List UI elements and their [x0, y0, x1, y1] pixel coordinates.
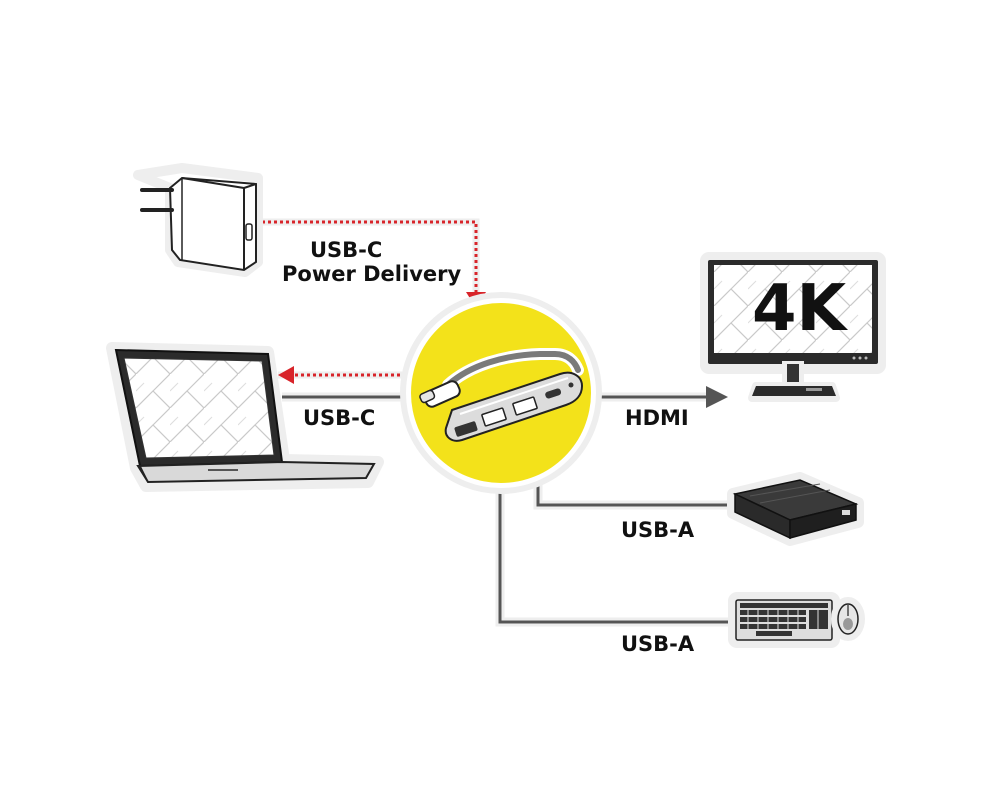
- power-adapter: [133, 163, 263, 277]
- usb-c-hub: [400, 292, 602, 494]
- mouse: [831, 597, 865, 641]
- hdmi-line: [590, 386, 728, 408]
- laptop-power-line: [278, 366, 412, 384]
- hdmi-connection-label: HDMI: [625, 406, 689, 430]
- keyboard: [728, 592, 840, 648]
- keyboard-connection-label: USB-A: [621, 632, 695, 656]
- power-delivery-label-line1: USB-C: [310, 238, 383, 262]
- monitor: [700, 252, 886, 402]
- laptop: [106, 342, 384, 492]
- power-delivery-label-line2: Power Delivery: [282, 262, 462, 286]
- external-drive: [727, 472, 864, 546]
- keyboard-line: [495, 485, 733, 627]
- monitor-4k-text: 4K: [752, 272, 847, 346]
- laptop-connection-label: USB-C: [303, 406, 376, 430]
- drive-line: [533, 482, 735, 510]
- drive-connection-label: USB-A: [621, 518, 695, 542]
